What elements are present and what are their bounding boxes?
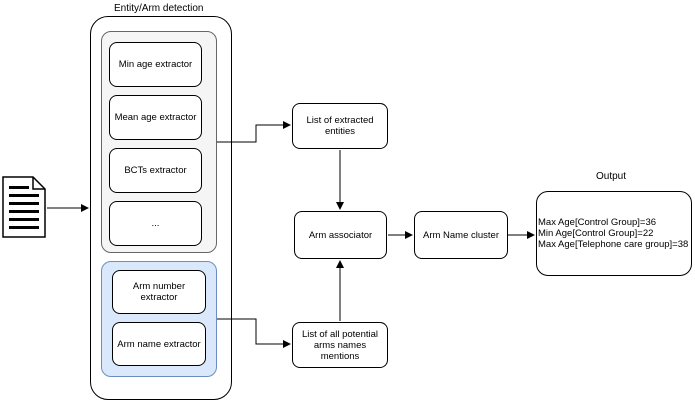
list-potential-arms-box: List of all potential arms names mention…	[292, 322, 388, 368]
output-box: Max Age[Control Group]=36 Min Age[Contro…	[536, 191, 692, 276]
ellipsis-extractor-box: ...	[109, 201, 202, 246]
arm-name-cluster-box: Arm Name cluster	[414, 211, 508, 259]
group-title: Entity/Arm detection	[114, 3, 204, 14]
output-title: Output	[596, 171, 627, 182]
output-line: Min Age[Control Group]=22	[538, 228, 654, 239]
output-line: Max Age[Control Group]=36	[538, 217, 657, 228]
arrow-arm-extractors-to-list	[217, 318, 291, 348]
mean-age-extractor-box: Mean age extractor	[109, 95, 202, 140]
min-age-extractor-box: Min age extractor	[109, 42, 202, 87]
bcts-extractor-box: BCTs extractor	[109, 148, 202, 193]
arm-name-extractor-box: Arm name extractor	[112, 322, 206, 366]
arm-associator-box: Arm associator	[294, 211, 387, 259]
document-icon	[2, 176, 46, 238]
output-line: Max Age[Telephone care group]=38	[538, 239, 689, 250]
arrow-extractors-to-list	[217, 121, 291, 143]
list-extracted-entities-box: List of extracted entities	[292, 103, 388, 149]
arm-number-extractor-box: Arm number extractor	[112, 270, 206, 314]
